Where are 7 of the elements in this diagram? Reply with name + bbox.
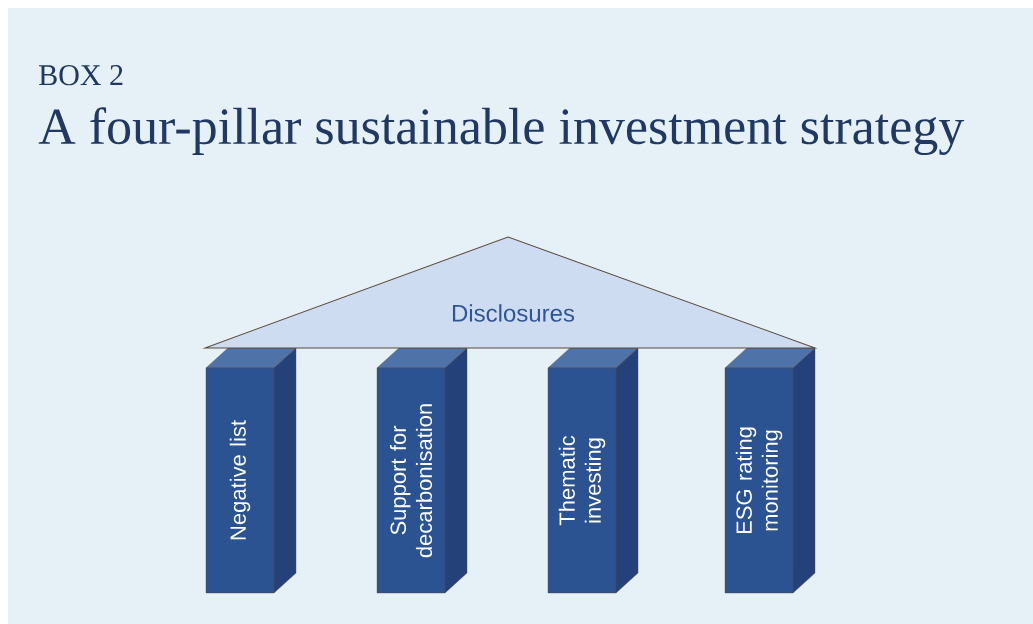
pillar: Thematic investing bbox=[547, 347, 639, 594]
pillar: Support for decarbonisation bbox=[376, 347, 468, 594]
pillar: ESG rating monitoring bbox=[724, 347, 816, 594]
box-label: BOX 2 bbox=[39, 65, 123, 86]
title: A four-pillar sustainable investment strategy bbox=[38, 107, 965, 156]
pillar: Negative list bbox=[205, 347, 297, 594]
roof-triangle: Disclosures bbox=[204, 236, 816, 349]
